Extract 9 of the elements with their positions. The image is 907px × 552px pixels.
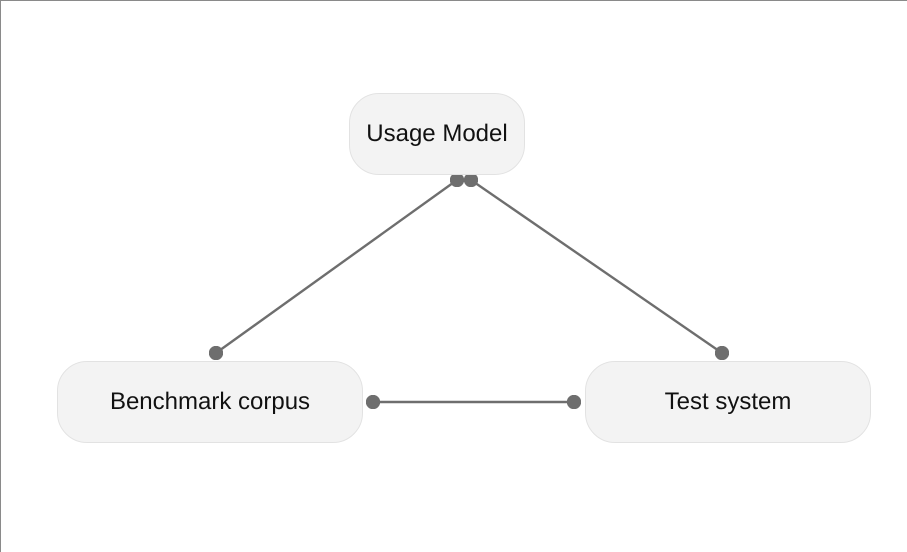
rounded-box <box>57 361 363 443</box>
rounded-box <box>349 93 525 175</box>
node-label: Usage Model <box>366 120 508 148</box>
connector <box>366 394 582 410</box>
node-label: Test system <box>664 388 792 416</box>
connector <box>464 172 730 360</box>
rounded-box <box>585 361 871 443</box>
connector <box>208 172 464 360</box>
node-label: Benchmark corpus <box>110 388 310 416</box>
